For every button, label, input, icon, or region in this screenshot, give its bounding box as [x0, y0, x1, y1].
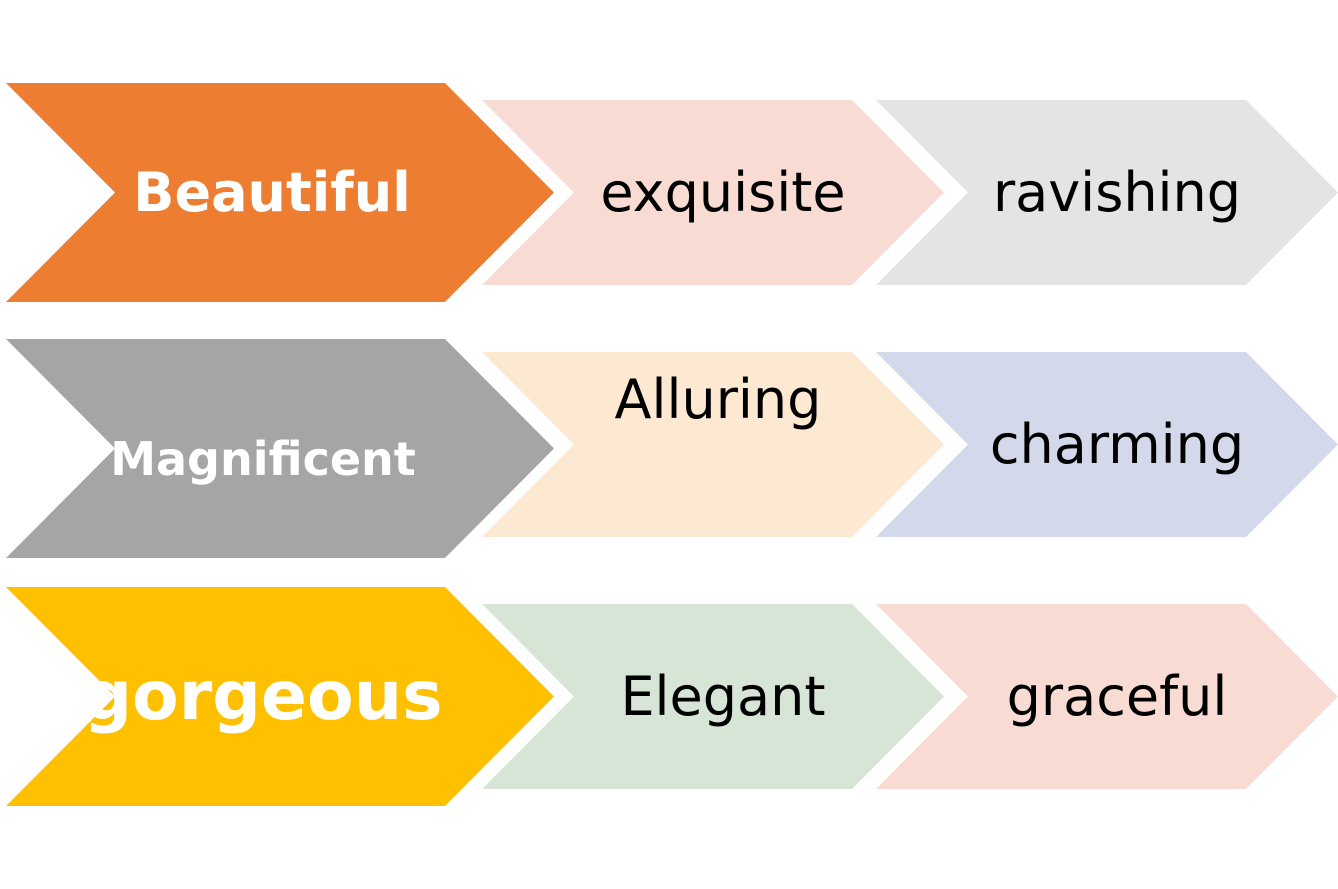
chevron-label-gorgeous: gorgeous [83, 656, 443, 736]
chevron-label-alluring: Alluring [614, 367, 822, 431]
chevron-magnificent: Magnificent [6, 339, 554, 558]
chevron-label-elegant: Elegant [620, 664, 826, 728]
chevron-label-beautiful: Beautiful [133, 160, 411, 224]
chevron-charming: charming [876, 352, 1338, 537]
chevron-label-charming: charming [989, 412, 1245, 476]
chevron-label-ravishing: ravishing [992, 160, 1242, 224]
chevron-graceful: graceful [876, 604, 1338, 789]
chevron-gorgeous: gorgeous [6, 587, 554, 806]
chevron-alluring: Alluring [482, 352, 944, 537]
chevron-label-graceful: graceful [1006, 664, 1228, 728]
chevron-ravishing: ravishing [876, 100, 1338, 285]
chevron-label-exquisite: exquisite [600, 160, 846, 224]
chevron-label-magnificent: Magnificent [110, 431, 416, 486]
chevron-beautiful: Beautiful [6, 83, 554, 302]
